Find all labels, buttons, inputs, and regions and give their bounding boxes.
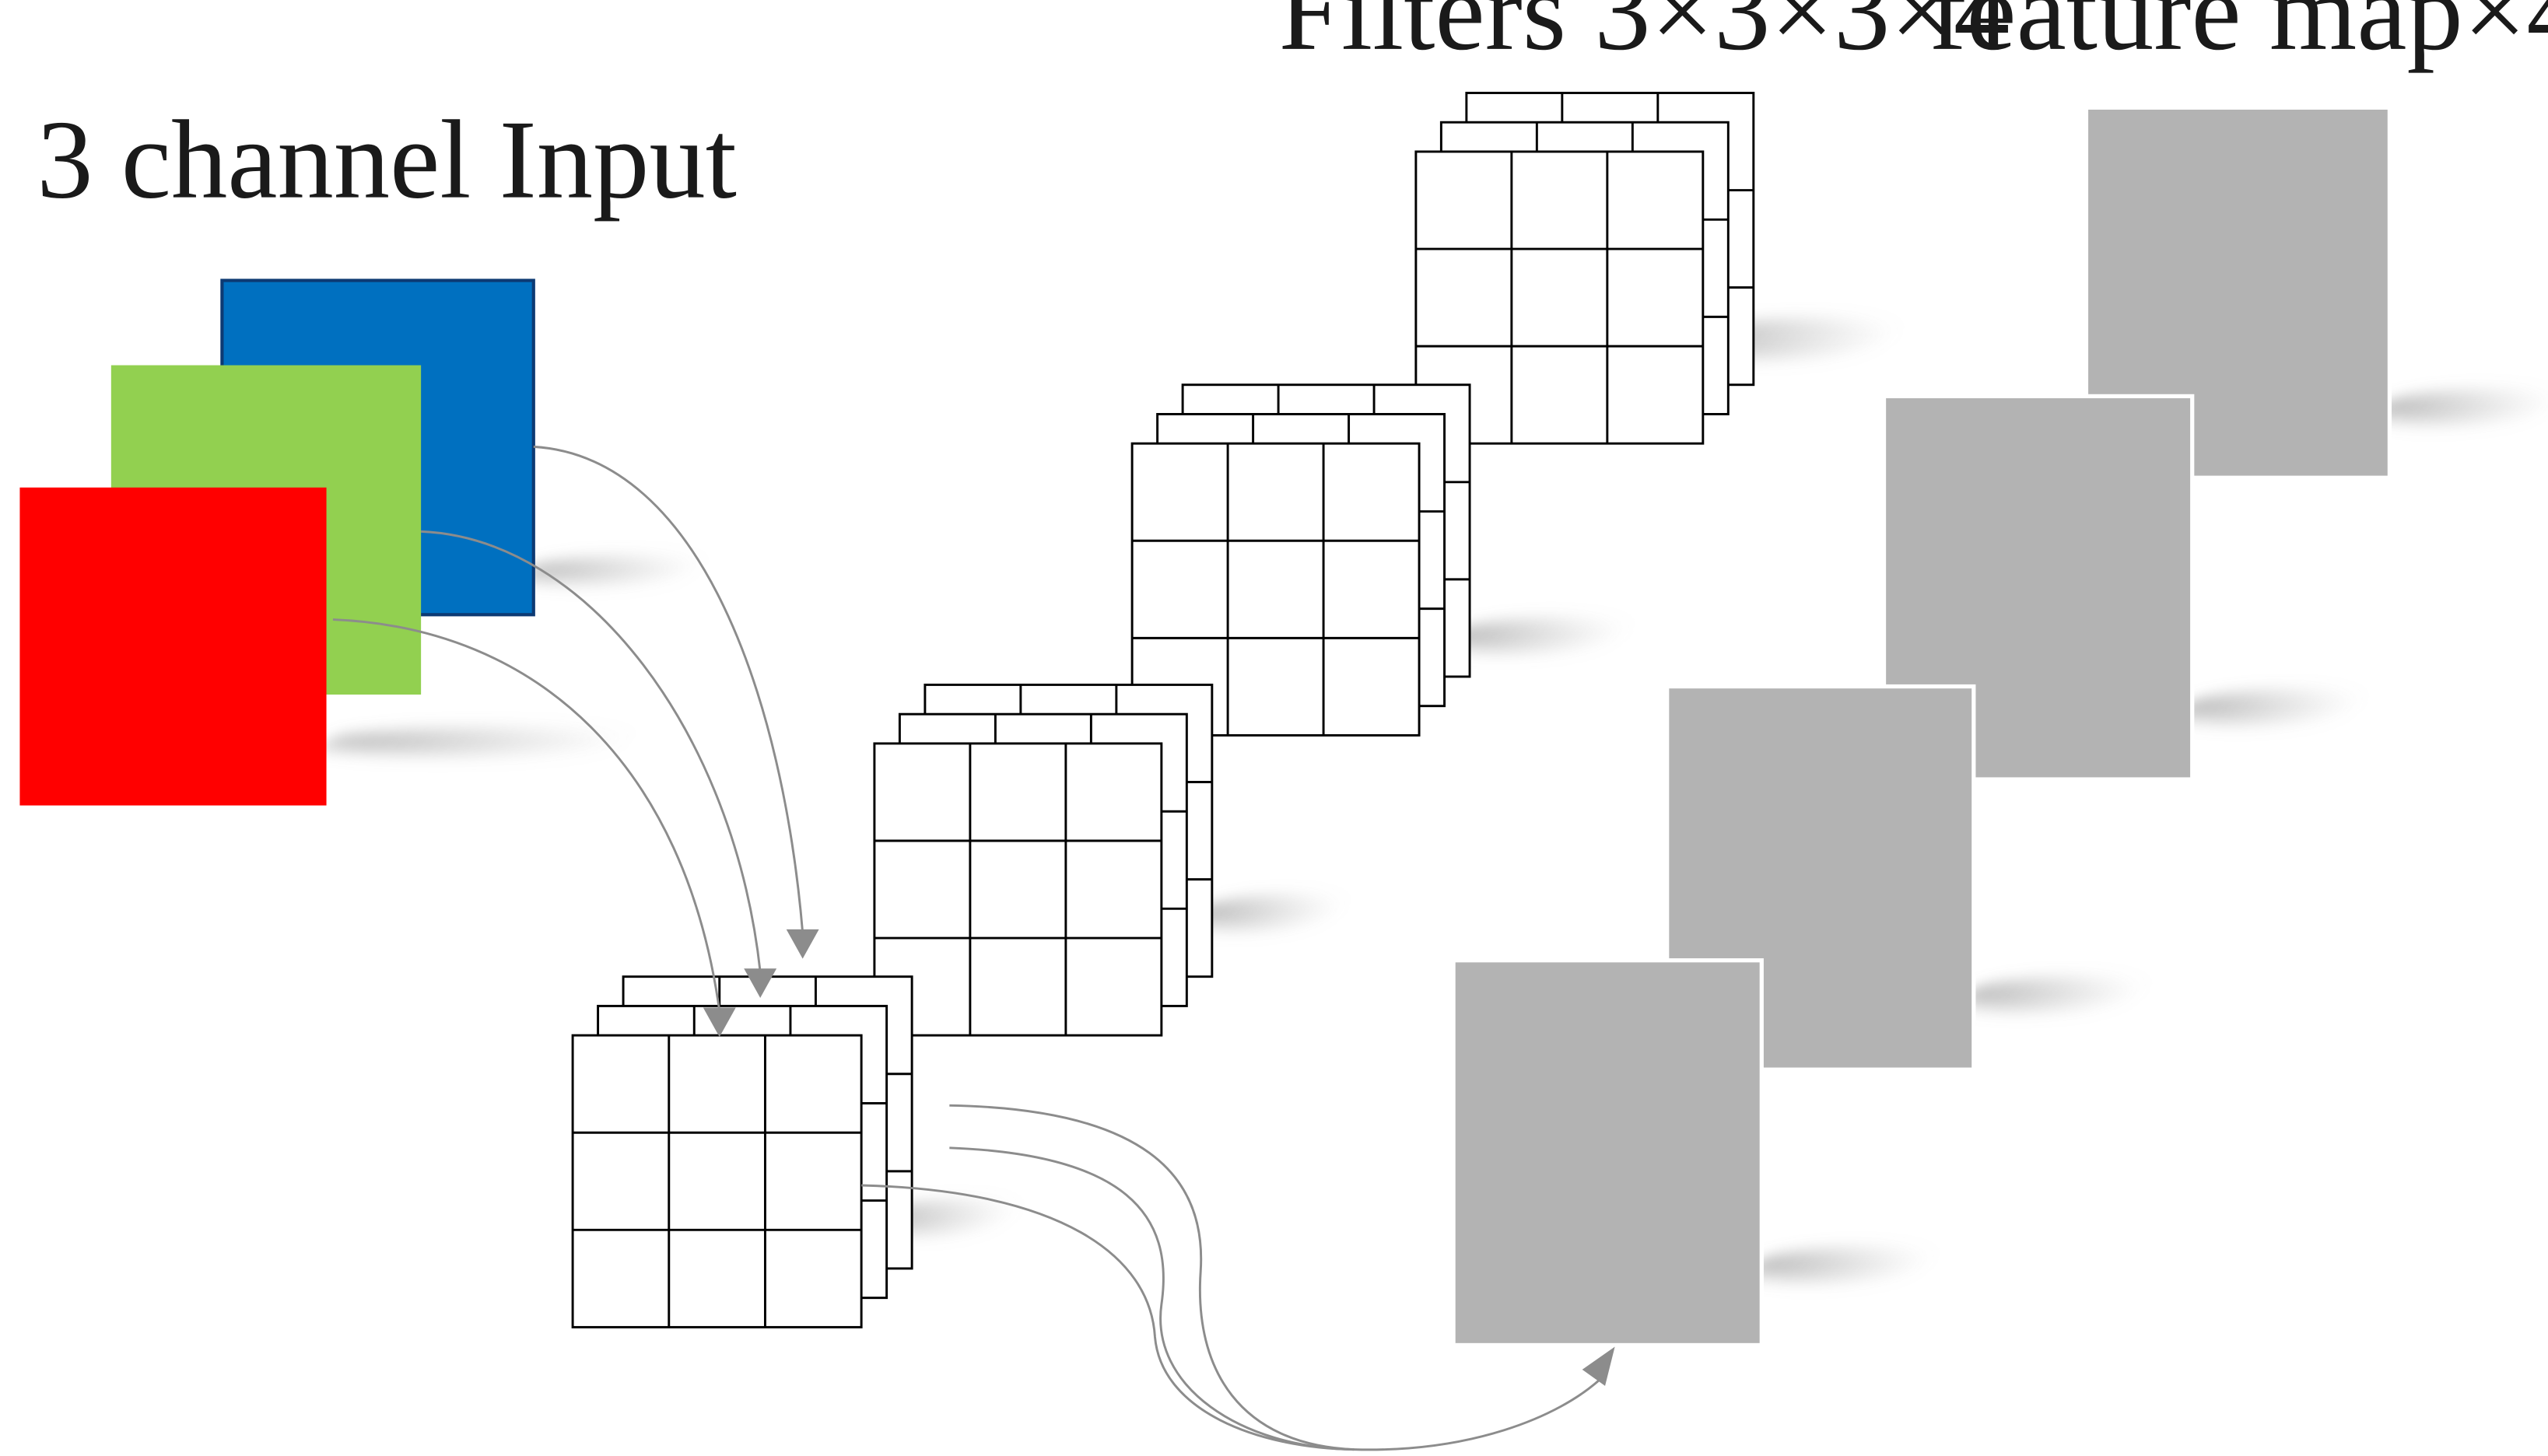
filter-layer [571,1034,863,1328]
filter-stack-3 [873,683,1214,1037]
filter-stack-2 [1130,383,1471,737]
arrow-blue-to-filter [533,445,804,933]
arrowhead-icon [744,968,777,998]
filter-stack-4 [571,975,913,1328]
arrowhead-icon [703,1007,736,1038]
shadow [1445,619,1627,653]
shadow [1962,978,2143,1011]
arrow-red-to-filter [332,618,721,1011]
filter-layer [873,742,1163,1037]
feature-maps [1451,105,2392,1348]
arrow-green-to-filter [421,530,762,972]
arrow-filter-to-map-1 [949,1104,1603,1451]
shadow [2179,691,2360,724]
input-channel-red [19,487,327,806]
filter-stacks [571,92,1755,1328]
shadow [1750,1248,1932,1282]
connection-arrows [332,445,1603,1451]
filter-stack-1 [1414,92,1755,445]
filter-cell-border [1414,150,1705,445]
feature-map-4 [1451,958,1764,1348]
arrowheads [703,929,1615,1386]
input-label: 3 channel Input [37,98,737,222]
arrow-filter-to-map-3 [861,1184,1355,1451]
arrow-filter-to-map-2 [949,1146,1355,1451]
shadow [321,729,633,755]
filter-layer [1414,150,1705,445]
input-channels [19,278,535,806]
shadow [2375,391,2548,425]
feature-maps-label: feature map×4 [1929,0,2548,74]
filter-cell-border [571,1034,863,1328]
arrowhead-icon [1582,1346,1615,1386]
shadow [520,557,702,584]
arrowhead-icon [786,929,819,959]
filter-cell-border [873,742,1163,1037]
shadow [1192,896,1341,929]
filters-label: Filters 3×3×3×4 [1279,0,2010,74]
